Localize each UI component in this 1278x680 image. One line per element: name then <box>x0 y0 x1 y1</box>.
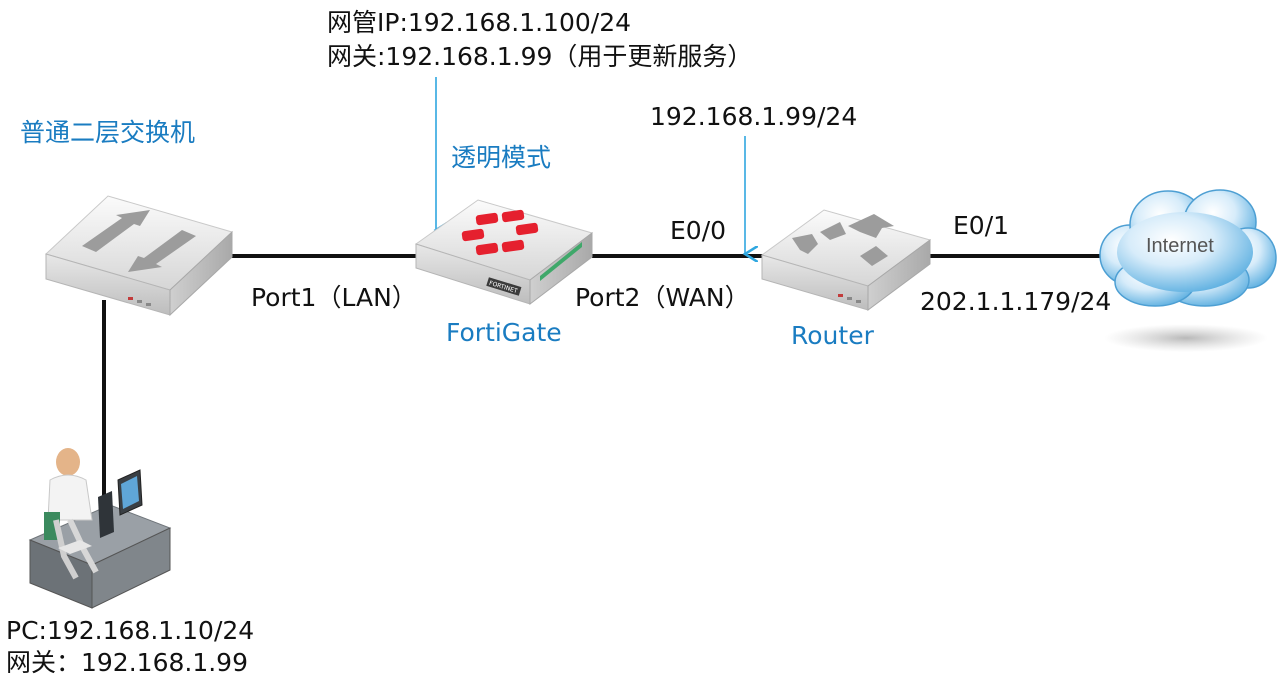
internet-cloud-icon: Internet <box>1099 189 1277 352</box>
fortigate-icon: FORTINET <box>414 199 594 306</box>
internet-label: Internet <box>1146 235 1214 257</box>
mgmt-ip-label: 网管IP:192.168.1.100/24 <box>327 8 632 37</box>
pc-gateway-label: 网关：192.168.1.99 <box>6 648 248 677</box>
e0-1-label: E0/1 <box>953 211 1010 240</box>
port1-label: Port1（LAN） <box>251 283 417 312</box>
gateway-update-label: 网关:192.168.1.99（用于更新服务） <box>327 42 753 71</box>
port2-label: Port2（WAN） <box>575 283 750 312</box>
e0-0-label: E0/0 <box>670 216 727 245</box>
transparent-mode-label: 透明模式 <box>451 143 552 172</box>
router-icon <box>760 209 932 311</box>
fortinet-logo <box>461 209 539 256</box>
wan-ip-label: 202.1.1.179/24 <box>920 287 1112 316</box>
fortigate-label: FortiGate <box>446 318 562 347</box>
switch-name-label: 普通二层交换机 <box>20 118 196 147</box>
router-ip-label: 192.168.1.99/24 <box>650 102 858 131</box>
router-label: Router <box>791 321 874 350</box>
pc-ip-label: PC:192.168.1.10/24 <box>6 616 255 645</box>
pc-user-icon <box>28 448 172 609</box>
switch-icon <box>45 195 233 317</box>
